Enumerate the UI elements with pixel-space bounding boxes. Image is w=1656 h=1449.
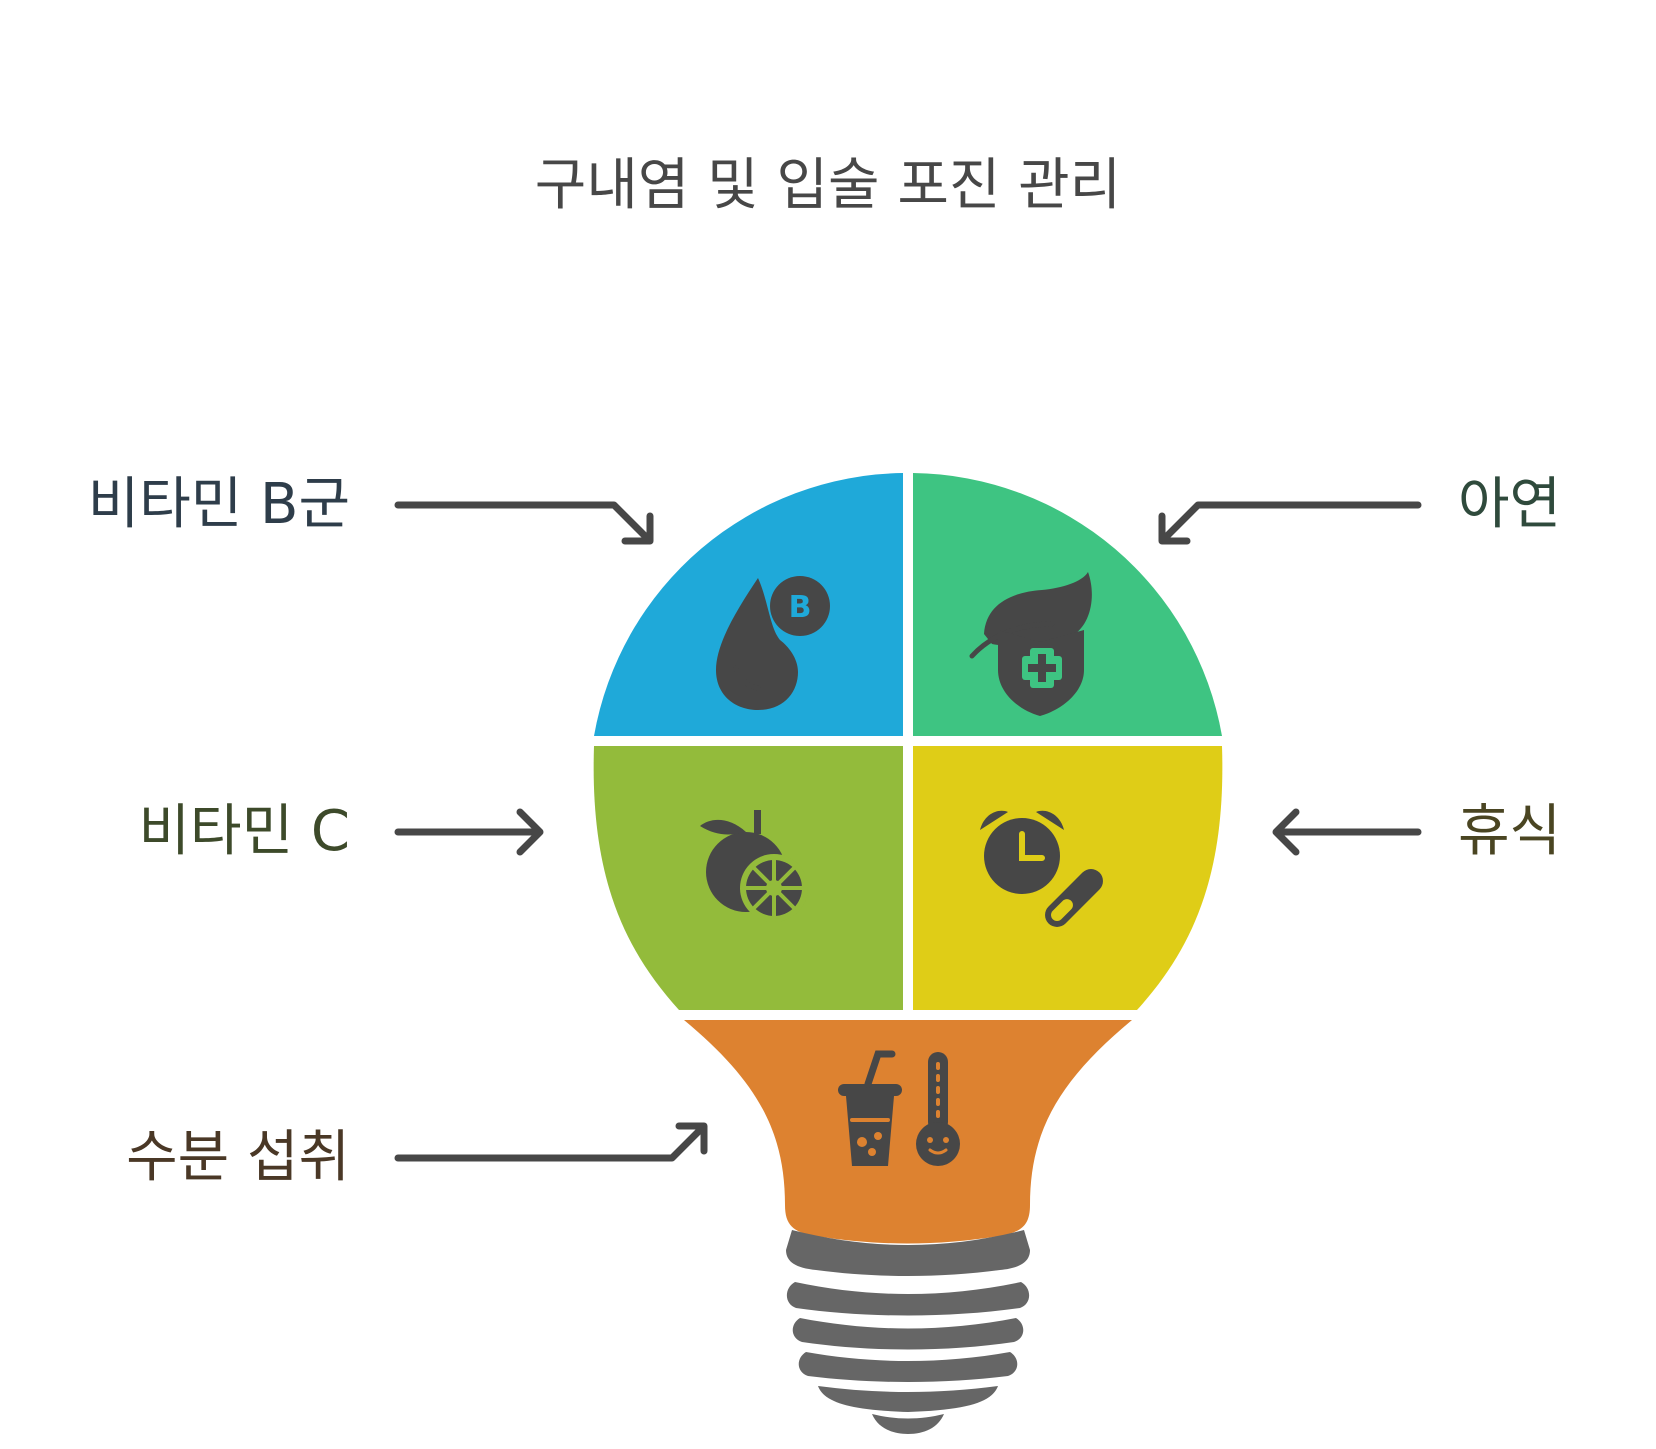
label-rest: 휴식 — [1458, 799, 1562, 864]
label-hydration: 수분 섭취 — [126, 1125, 350, 1190]
citrus-fruit-icon — [700, 810, 808, 922]
base-ring-5 — [818, 1386, 998, 1412]
arrow-rest — [1272, 808, 1422, 856]
arrow-hydration — [394, 1122, 708, 1162]
label-zinc: 아연 — [1458, 472, 1562, 537]
base-ring-1 — [786, 1230, 1030, 1276]
drink-thermometer-icon — [838, 1050, 960, 1166]
base-ring-3 — [792, 1318, 1024, 1350]
segment-rest — [913, 746, 1223, 1010]
arrow-zinc — [1158, 501, 1422, 545]
arrow-vitamin-c — [394, 808, 544, 856]
label-vitamin-c: 비타민 C — [138, 799, 350, 864]
bulb-base — [786, 1230, 1030, 1434]
arrows — [394, 501, 1422, 1162]
label-vitamin-b: 비타민 B군 — [87, 472, 350, 537]
drop-vitamin-b-icon: B — [716, 576, 830, 710]
diagram-title: 구내염 및 입술 포진 관리 — [534, 153, 1122, 218]
base-ring-2 — [786, 1282, 1030, 1316]
base-tip — [872, 1414, 944, 1434]
svg-text:B: B — [789, 590, 812, 625]
segment-hydration — [684, 1020, 1132, 1244]
alarm-clock-pill-icon — [980, 810, 1109, 933]
arrow-vitamin-b — [394, 501, 654, 545]
leaf-shield-icon — [969, 572, 1092, 716]
base-ring-4 — [798, 1352, 1018, 1382]
